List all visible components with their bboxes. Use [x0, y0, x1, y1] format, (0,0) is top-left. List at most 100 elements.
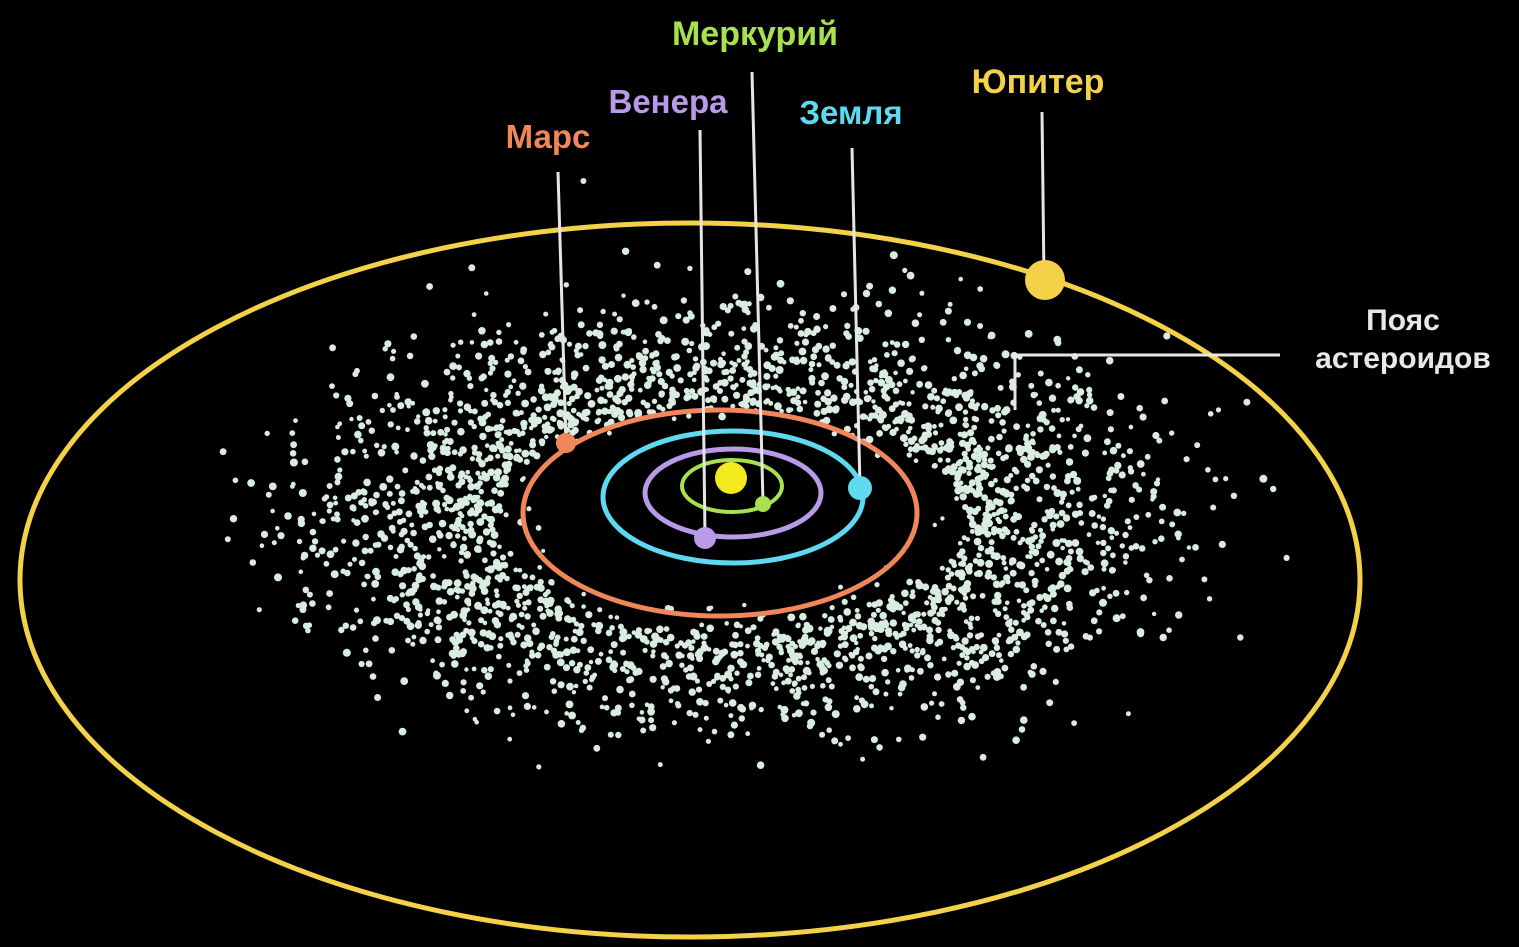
asteroid-dot — [478, 617, 485, 624]
asteroid-dot — [686, 347, 693, 354]
asteroid-dot — [476, 535, 484, 543]
asteroid-dot — [853, 705, 861, 713]
asteroid-dot — [595, 376, 603, 384]
asteroid-dot — [387, 402, 392, 408]
asteroid-dot — [876, 744, 883, 751]
asteroid-dot — [463, 474, 469, 480]
asteroid-dot — [712, 647, 720, 655]
asteroid-dot — [386, 490, 393, 497]
asteroid-dot — [570, 407, 577, 414]
asteroid-dot — [1058, 509, 1066, 517]
asteroid-dot — [544, 368, 549, 373]
asteroid-dot — [709, 605, 714, 610]
asteroid-dot — [869, 703, 874, 709]
asteroid-dot — [936, 638, 944, 646]
asteroid-dot — [584, 664, 592, 671]
asteroid-dot — [1124, 589, 1130, 596]
asteroid-dot — [911, 319, 920, 328]
asteroid-dot — [468, 264, 476, 272]
asteroid-dot — [455, 353, 461, 359]
asteroid-dot — [863, 390, 869, 395]
asteroid-dot — [935, 714, 941, 720]
asteroid-dot — [458, 478, 466, 486]
asteroid-dot — [866, 601, 873, 608]
asteroid-dot — [629, 702, 635, 709]
asteroid-dot — [1008, 473, 1014, 478]
asteroid-dot — [391, 597, 397, 604]
asteroid-dot — [623, 360, 632, 369]
asteroid-dot — [616, 685, 624, 694]
asteroid-dot — [541, 548, 546, 553]
asteroid-dot — [842, 655, 848, 661]
asteroid-dot — [985, 569, 993, 577]
asteroid-dot — [1034, 451, 1040, 456]
asteroid-dot — [741, 305, 749, 314]
asteroid-dot — [994, 404, 1001, 412]
asteroid-dot — [1128, 496, 1135, 503]
asteroid-dot — [642, 355, 649, 362]
asteroid-dot — [784, 677, 792, 685]
earth-label: Земля — [799, 94, 902, 131]
asteroid-dot — [505, 632, 511, 638]
asteroid-dot — [484, 566, 490, 572]
asteroid-dot — [1002, 513, 1009, 520]
asteroid-dot — [391, 442, 400, 451]
asteroid-dot — [706, 681, 713, 687]
asteroid-dot — [352, 371, 359, 378]
asteroid-dot — [723, 702, 729, 708]
asteroid-dot — [945, 582, 953, 590]
asteroid-dot — [333, 500, 339, 506]
asteroid-dot — [647, 628, 653, 634]
asteroid-dot — [1059, 499, 1065, 505]
asteroid-dot — [542, 414, 548, 420]
asteroid-dot — [456, 364, 462, 371]
asteroid-dot — [700, 633, 708, 640]
asteroid-dot — [361, 581, 367, 588]
asteroid-dot — [1032, 477, 1040, 485]
asteroid-dot — [870, 611, 877, 618]
asteroid-dot — [381, 444, 387, 450]
asteroid-dot — [963, 585, 971, 593]
asteroid-dot — [484, 457, 490, 463]
asteroid-dot — [733, 621, 741, 629]
asteroid-dot — [1105, 356, 1114, 365]
asteroid-dot — [810, 709, 817, 716]
asteroid-dot — [724, 670, 733, 679]
asteroid-dot — [289, 430, 296, 436]
asteroid-dot — [1030, 431, 1036, 437]
asteroid-dot — [985, 445, 991, 451]
asteroid-dot — [738, 715, 745, 722]
asteroid-dot — [944, 307, 952, 315]
asteroid-dot — [992, 580, 1001, 589]
asteroid-dot — [424, 628, 431, 635]
asteroid-dot — [789, 652, 798, 660]
asteroid-dot — [1020, 683, 1027, 691]
asteroid-dot — [1073, 476, 1082, 485]
venus-orbit — [642, 446, 824, 540]
asteroid-dot — [730, 650, 739, 659]
asteroid-dot — [309, 544, 317, 552]
asteroid-dot — [863, 395, 872, 403]
asteroid-dot — [971, 370, 978, 377]
asteroid-dot — [1105, 545, 1112, 552]
asteroid-dot — [601, 407, 609, 415]
asteroid-dot — [319, 518, 324, 524]
asteroid-dot — [504, 575, 510, 582]
asteroid-dot — [765, 657, 771, 664]
asteroid-dot — [411, 634, 417, 640]
asteroid-dot — [387, 513, 394, 520]
asteroid-dot — [903, 378, 908, 384]
asteroid-dot — [875, 607, 881, 613]
venus-label: Венера — [609, 83, 729, 120]
asteroid-dot — [1047, 585, 1055, 593]
asteroid-dot — [621, 293, 626, 298]
asteroid-dot — [1010, 534, 1017, 541]
asteroid-dot — [999, 487, 1007, 496]
asteroid-dot — [414, 603, 423, 611]
asteroid-dot — [652, 360, 660, 368]
asteroid-dot — [442, 501, 448, 508]
asteroid-dot — [1073, 393, 1081, 401]
asteroid-dot — [506, 452, 514, 461]
asteroid-dot — [435, 624, 442, 631]
asteroid-dot — [918, 336, 925, 343]
